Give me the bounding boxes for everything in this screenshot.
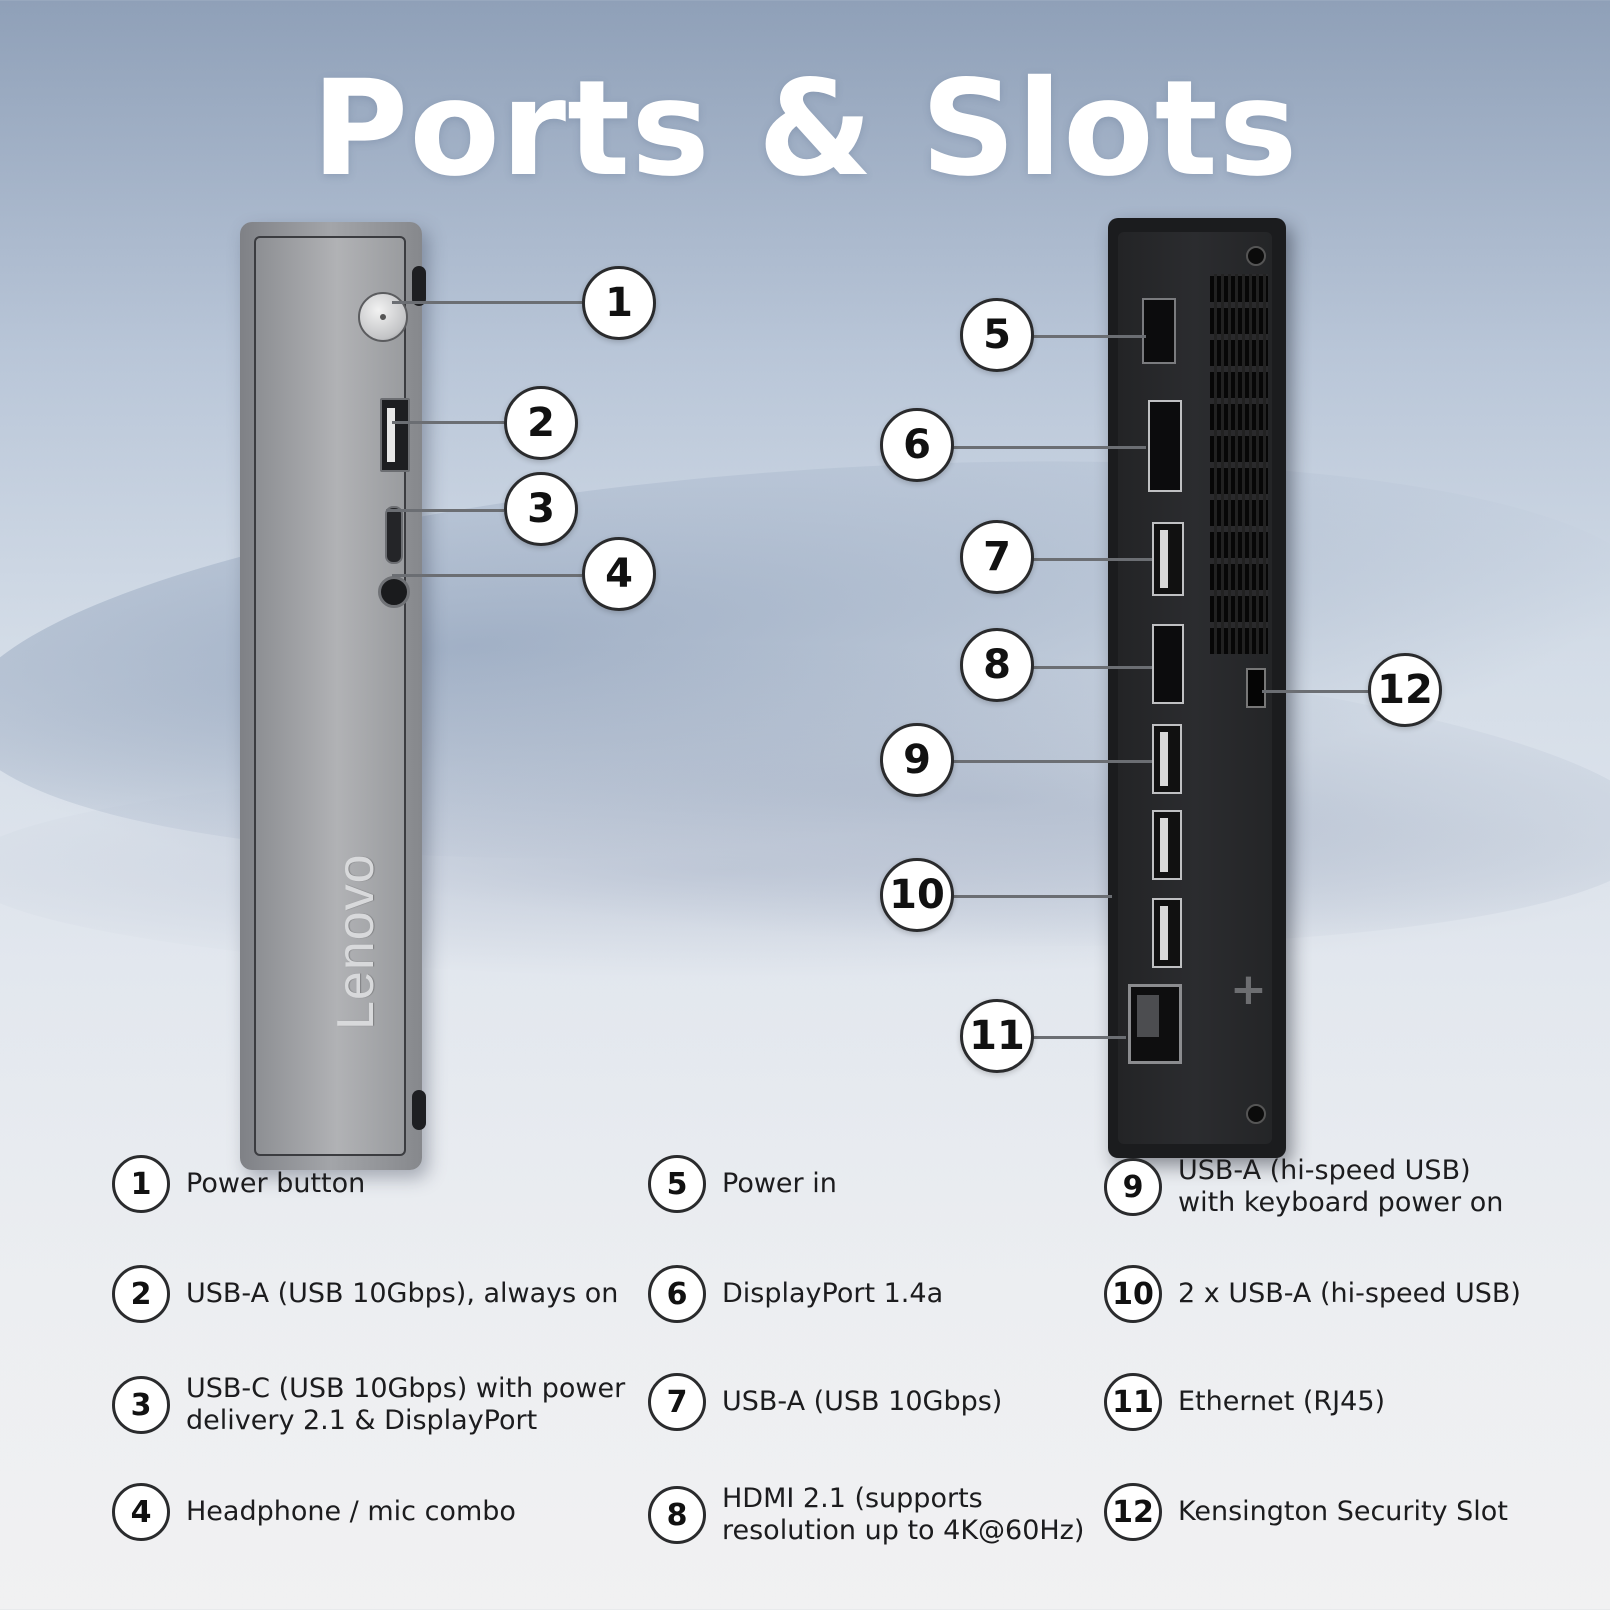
legend-badge: 3 [112, 1376, 170, 1434]
legend-badge: 8 [648, 1486, 706, 1544]
brand-logo: Lenovo [327, 853, 385, 1030]
legend-item: 5 Power in [648, 1155, 837, 1213]
legend-item: 6 DisplayPort 1.4a [648, 1265, 943, 1323]
power-in-port [1142, 298, 1176, 364]
leader-line [1026, 1036, 1126, 1039]
ethernet-port [1128, 984, 1182, 1064]
legend-item: 9 USB-A (hi-speed USB)with keyboard powe… [1104, 1155, 1503, 1219]
legend-text: USB-A (USB 10Gbps), always on [186, 1278, 619, 1309]
callout-badge: 11 [960, 999, 1034, 1073]
callout-badge: 3 [504, 472, 578, 546]
leader-line [946, 446, 1146, 449]
legend-badge: 7 [648, 1373, 706, 1431]
callout-badge: 7 [960, 520, 1034, 594]
usb-c-front-port [385, 506, 403, 564]
legend-badge: 10 [1104, 1265, 1162, 1323]
power-button-port [358, 292, 408, 342]
legend-item: 7 USB-A (USB 10Gbps) [648, 1373, 1002, 1431]
legend-badge: 5 [648, 1155, 706, 1213]
callout-badge: 8 [960, 628, 1034, 702]
callout-badge: 5 [960, 298, 1034, 372]
usb-a-rear-port [1152, 898, 1182, 968]
front-panel-device: Lenovo [240, 222, 426, 1170]
screw-icon [1246, 246, 1266, 266]
ventilation-grille [1210, 274, 1268, 654]
legend-badge: 1 [112, 1155, 170, 1213]
rear-panel-device: + [1108, 218, 1286, 1158]
leader-line [1026, 666, 1152, 669]
leader-line [1262, 690, 1372, 693]
usb-a-front-port [380, 398, 410, 472]
displayport-port [1148, 400, 1182, 492]
legend-badge: 9 [1104, 1158, 1162, 1216]
legend-badge: 4 [112, 1483, 170, 1541]
front-face: Lenovo [254, 236, 410, 1156]
screw-icon [1246, 1104, 1266, 1124]
usb-a-rear-port [1152, 522, 1184, 596]
leader-line [386, 509, 504, 512]
callout-badge: 4 [582, 537, 656, 611]
page-title: Ports & Slots [311, 52, 1299, 206]
legend-badge: 12 [1104, 1483, 1162, 1541]
callout-badge: 9 [880, 723, 954, 797]
device-foot [412, 1090, 426, 1130]
legend-item: 10 2 x USB-A (hi-speed USB) [1104, 1265, 1521, 1323]
headphone-jack-port [378, 576, 410, 608]
legend-item: 11 Ethernet (RJ45) [1104, 1373, 1385, 1431]
leader-line [1026, 558, 1152, 561]
leader-line [946, 895, 1112, 898]
leader-line [392, 574, 582, 577]
legend-text: Power button [186, 1168, 366, 1199]
callout-badge: 1 [582, 266, 656, 340]
callout-badge: 6 [880, 408, 954, 482]
legend-badge: 11 [1104, 1373, 1162, 1431]
legend-text: Kensington Security Slot [1178, 1496, 1508, 1527]
callout-badge: 10 [880, 858, 954, 932]
legend-item: 2 USB-A (USB 10Gbps), always on [112, 1265, 618, 1323]
legend-text: USB-A (USB 10Gbps) [722, 1386, 1003, 1417]
hdmi-port [1152, 624, 1184, 704]
callout-badge: 12 [1368, 653, 1442, 727]
device-foot [412, 266, 426, 306]
legend-text: Power in [722, 1168, 837, 1199]
usb-a-keyboard-port [1152, 724, 1182, 794]
legend-badge: 2 [112, 1265, 170, 1323]
leader-line [946, 760, 1152, 763]
usb-a-rear-port [1152, 810, 1182, 880]
plus-icon: + [1230, 964, 1267, 1015]
kensington-slot [1246, 668, 1266, 708]
legend-text: Headphone / mic combo [186, 1496, 516, 1527]
leader-line [392, 301, 582, 304]
legend-item: 12 Kensington Security Slot [1104, 1483, 1508, 1541]
legend-text: Ethernet (RJ45) [1178, 1386, 1386, 1417]
legend-text: USB-A (hi-speed USB)with keyboard power … [1178, 1155, 1504, 1218]
legend-item: 4 Headphone / mic combo [112, 1483, 516, 1541]
callout-badge: 2 [504, 386, 578, 460]
leader-line [1026, 335, 1146, 338]
legend-badge: 6 [648, 1265, 706, 1323]
legend-text: 2 x USB-A (hi-speed USB) [1178, 1278, 1521, 1309]
legend-text: DisplayPort 1.4a [722, 1278, 944, 1309]
leader-line [392, 421, 504, 424]
rear-face: + [1118, 232, 1272, 1144]
